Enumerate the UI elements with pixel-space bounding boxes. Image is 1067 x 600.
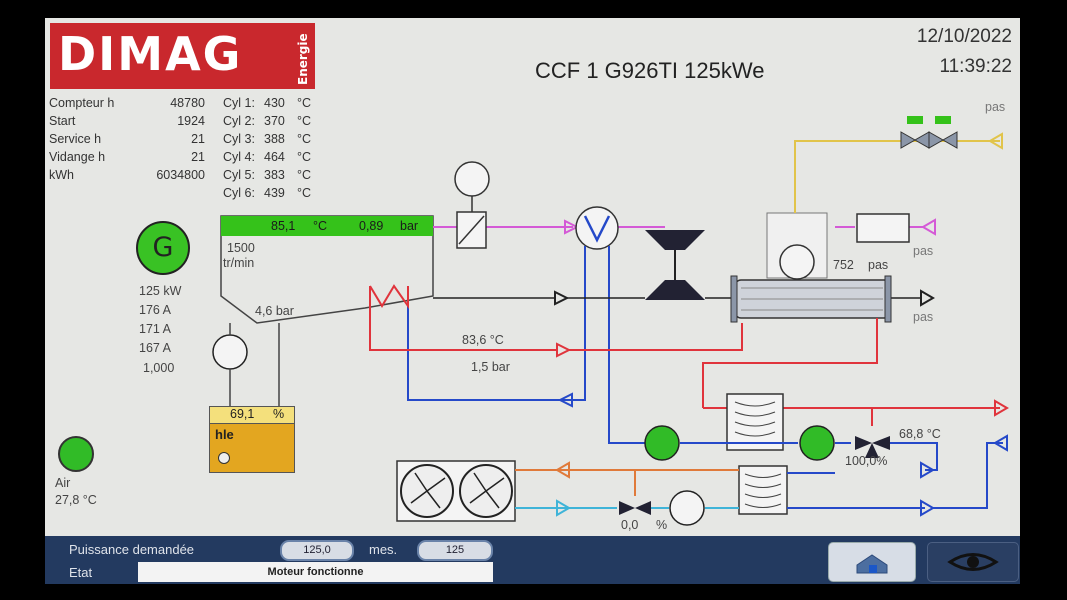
home-button[interactable] — [828, 542, 916, 582]
oil-tank-label: hle — [215, 427, 234, 442]
gen-current: 167 A — [139, 341, 171, 355]
air-label: Air — [55, 476, 71, 490]
engine-speed: 1500 — [227, 241, 255, 255]
cyl-value: 439 — [264, 186, 285, 200]
power-meas-field: 125 — [417, 540, 493, 561]
power-set-field[interactable]: 125,0 — [280, 540, 354, 561]
oil-tank[interactable]: hle — [209, 423, 295, 473]
circuit-temp: 83,6 °C — [462, 333, 504, 347]
air-fan-icon[interactable] — [58, 436, 94, 472]
counter-label: Service h — [49, 132, 102, 146]
engine-pressure-unit: bar — [400, 219, 419, 233]
exhaust-value: 752 — [833, 258, 854, 272]
counter-label: Vidange h — [49, 150, 106, 164]
engine-speed-unit: tr/min — [223, 256, 255, 270]
cyl-unit: °C — [297, 114, 312, 128]
filter-icon — [856, 213, 910, 243]
counter-value: 1924 — [177, 114, 205, 128]
generator-icon[interactable]: G — [136, 221, 190, 275]
counter-value: 6034800 — [156, 168, 205, 182]
home-icon — [856, 554, 888, 574]
cyl-value: 430 — [264, 96, 285, 110]
cyl-unit: °C — [297, 186, 312, 200]
cyl-unit: °C — [297, 168, 312, 182]
gen-current: 171 A — [139, 322, 171, 336]
cyl-value: 383 — [264, 168, 285, 182]
cyl-value: 370 — [264, 114, 285, 128]
valve2-value: 0,0 — [621, 518, 639, 532]
gas-valves — [900, 116, 958, 149]
cyl-label: Cyl 4: — [223, 150, 255, 164]
air-temp: 27,8 °C — [55, 493, 97, 507]
pas-label: pas — [913, 244, 934, 258]
time-display: 11:39:22 — [939, 56, 1012, 77]
pump-icon — [669, 490, 705, 526]
pump-icon — [644, 425, 680, 461]
oil-pressure: 4,6 bar — [255, 304, 294, 318]
cyl-unit: °C — [297, 96, 312, 110]
exhaust-pas: pas — [868, 258, 889, 272]
counter-label: Compteur h — [49, 96, 115, 110]
pas-label: pas — [913, 310, 934, 324]
turbo-turbine — [645, 280, 705, 300]
scada-screen: DIMAG Energie CCF 1 G926TI 125kWe 12/10/… — [45, 18, 1020, 584]
gen-current: 176 A — [139, 303, 171, 317]
cyl-value: 388 — [264, 132, 285, 146]
turbo-compressor — [645, 230, 705, 250]
mes-label: mes. — [369, 542, 398, 557]
exchanger-zigzag — [369, 284, 409, 310]
state-label: Etat — [69, 565, 93, 580]
gen-cos-phi: 1,000 — [143, 361, 175, 375]
cyl-label: Cyl 2: — [223, 114, 255, 128]
logo-sub-text: Energie — [296, 33, 310, 85]
engine-temp-unit: °C — [313, 219, 328, 233]
engine-block — [220, 215, 434, 324]
oil-indicator-icon — [218, 452, 230, 464]
engine-temp: 85,1 — [271, 219, 296, 233]
logo-energie: Energie — [296, 33, 310, 85]
valve2-unit: % — [656, 518, 668, 532]
cyl-unit: °C — [297, 132, 312, 146]
cyl-label: Cyl 1: — [223, 96, 255, 110]
engine-status-bar — [221, 216, 433, 236]
process-diagram — [212, 116, 1009, 526]
generator-symbol: G — [152, 232, 174, 263]
page-title: CCF 1 G926TI 125kWe — [535, 58, 765, 83]
plate-exchanger-2 — [738, 465, 788, 515]
dimag-logo: DIMAG Energie — [50, 23, 315, 89]
view-button[interactable] — [927, 542, 1019, 582]
gen-power: 125 kW — [139, 284, 182, 298]
state-value: Moteur fonctionne — [138, 562, 493, 582]
cyl-unit: °C — [297, 150, 312, 164]
counter-value: 21 — [191, 150, 205, 164]
valve-open: 100,0% — [845, 454, 888, 468]
cyl-label: Cyl 5: — [223, 168, 255, 182]
pump-icon — [799, 425, 835, 461]
power-label: Puissance demandée — [69, 542, 195, 557]
oil-level-unit: % — [273, 407, 285, 421]
circuit-pressure: 1,5 bar — [471, 360, 510, 374]
eye-icon — [947, 553, 999, 571]
date-display: 12/10/2022 — [916, 26, 1012, 47]
exhaust-arrow — [564, 219, 580, 235]
sensor-icon — [454, 161, 490, 197]
oil-level: 69,1 — [230, 407, 255, 421]
counter-label: kWh — [49, 168, 74, 182]
cooling-line — [608, 246, 645, 444]
cyl-label: Cyl 6: — [223, 186, 255, 200]
logo-text: DIMAG — [58, 27, 243, 81]
cyl-label: Cyl 3: — [223, 132, 255, 146]
oil-pump-icon — [212, 334, 248, 370]
pas-label: pas — [985, 100, 1006, 114]
counter-value: 48780 — [170, 96, 205, 110]
engine-pressure: 0,89 — [359, 219, 384, 233]
counter-value: 21 — [191, 132, 205, 146]
heat-temp: 68,8 °C — [899, 427, 941, 441]
counter-label: Start — [49, 114, 76, 128]
cyl-value: 464 — [264, 150, 285, 164]
